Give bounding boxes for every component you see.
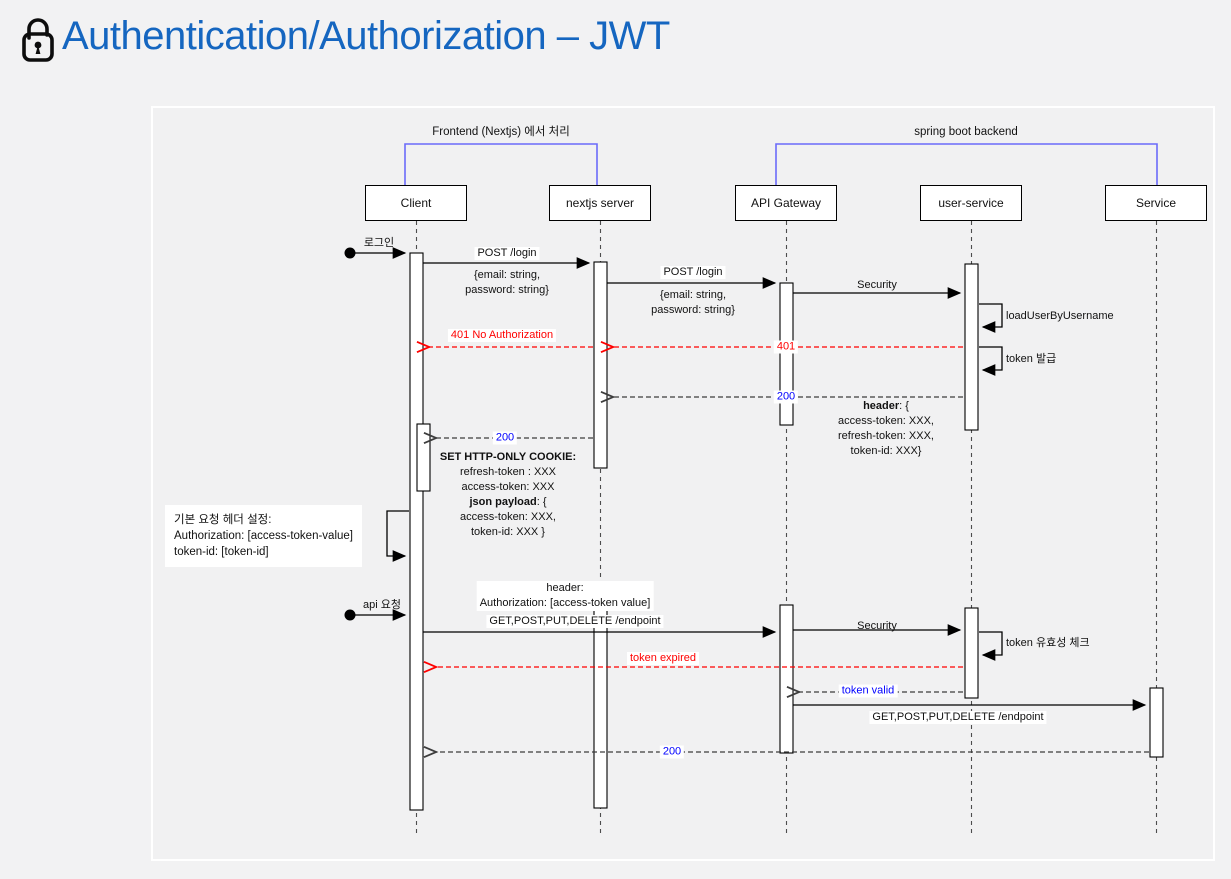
activation-client-nested [416, 423, 431, 492]
activation-user-service-2 [964, 607, 979, 699]
label-post-login-1: POST /login [474, 247, 540, 260]
participant-client: Client [365, 185, 467, 221]
label-post-login-1-body: {email: string, password: string} [465, 269, 549, 296]
note-token-header: header: { access-token: XXX, refresh-tok… [838, 400, 934, 457]
label-200-a: 200 [773, 390, 799, 404]
loop-token-issue [979, 346, 1003, 376]
activation-bars [409, 252, 1164, 811]
note-default-headers: 기본 요청 헤더 설정: Authorization: [access-toke… [165, 505, 362, 567]
label-401: 401 [773, 340, 799, 354]
frame-backend-label: spring boot backend [914, 126, 1018, 138]
activation-gateway-2 [779, 604, 794, 754]
label-get-endpoint-2: GET,POST,PUT,DELETE /endpoint [869, 711, 1047, 724]
label-security-1: Security [857, 279, 897, 291]
label-login-trigger: 로그인 [363, 237, 395, 249]
start-node-login [344, 247, 356, 259]
label-post-login-2: POST /login [660, 266, 726, 279]
label-token-check: token 유효성 체크 [1006, 637, 1090, 649]
label-token-issue: token 발급 [1006, 353, 1057, 365]
activation-nextjs-1 [593, 261, 608, 469]
activation-gateway-1 [779, 282, 794, 426]
call-arrows [355, 247, 1147, 711]
label-token-expired: token expired [626, 652, 700, 665]
label-401-no-authorization: 401 No Authorization [447, 329, 557, 342]
page-title: Authentication/Authorization – JWT [62, 14, 670, 58]
diagram-panel [151, 106, 1215, 861]
activation-nextjs-2 [593, 609, 608, 809]
activation-client-main [409, 252, 424, 811]
loop-load-user [979, 303, 1003, 333]
label-load-user: loadUserByUsername [1006, 310, 1114, 322]
label-api-request: api 요청 [363, 599, 401, 611]
label-token-valid: token valid [838, 684, 898, 698]
loop-token-check [979, 631, 1003, 661]
participant-user-service: user-service [920, 185, 1022, 221]
loop-default-headers [386, 510, 409, 562]
label-200-b: 200 [492, 431, 518, 445]
label-get-endpoint-1: GET,POST,PUT,DELETE /endpoint [486, 615, 664, 628]
frame-backend-bracket [775, 143, 1158, 186]
participant-service: Service [1105, 185, 1207, 221]
note-set-cookie: SET HTTP-ONLY COOKIE: refresh-token : XX… [439, 451, 577, 538]
participant-api-gateway: API Gateway [735, 185, 837, 221]
self-call-loops [386, 303, 1003, 661]
label-post-login-2-body: {email: string, password: string} [651, 289, 735, 316]
activation-service [1149, 687, 1164, 758]
note-request-header: header: Authorization: [access-token val… [476, 581, 654, 611]
frame-frontend-bracket [404, 143, 598, 186]
label-200-c: 200 [659, 745, 685, 759]
start-node-api-request [344, 609, 356, 621]
activation-user-service-1 [964, 263, 979, 431]
label-security-2: Security [857, 620, 897, 632]
lock-icon [22, 18, 54, 62]
frame-frontend-label: Frontend (Nextjs) 에서 처리 [432, 126, 570, 138]
participant-nextjs-server: nextjs server [549, 185, 651, 221]
